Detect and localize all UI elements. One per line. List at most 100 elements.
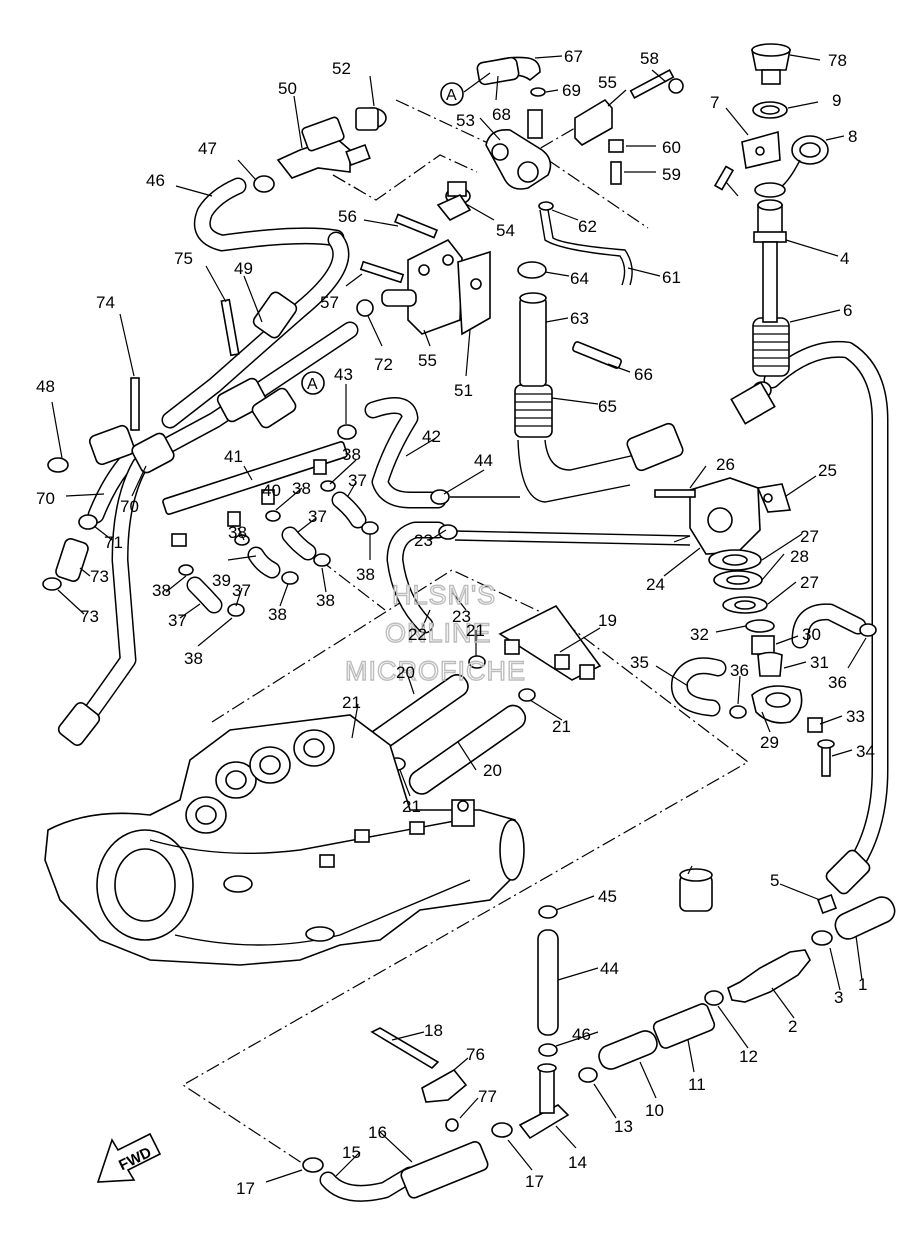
- cooling-water-filter: [356, 213, 491, 336]
- reference-marks: A A: [301, 82, 464, 395]
- callout-number: 41: [224, 447, 243, 466]
- callout-number: 51: [454, 381, 473, 400]
- callout-number: 56: [338, 207, 357, 226]
- callout-number: 38: [268, 605, 287, 624]
- callout-number: 42: [422, 427, 441, 446]
- callout-number: 21: [342, 693, 361, 712]
- callout-number: 16: [368, 1123, 387, 1142]
- callout-number: 30: [802, 625, 821, 644]
- leader-lines: [51, 54, 867, 1183]
- callout-number: 1: [858, 975, 867, 994]
- callout-number: 46: [146, 171, 165, 190]
- callout-number: 44: [474, 451, 493, 470]
- fuel-filler-neck: [741, 43, 829, 323]
- callout-number: 62: [578, 217, 597, 236]
- callout-number: 55: [598, 73, 617, 92]
- callout-number: 66: [634, 365, 653, 384]
- callout-number: 72: [374, 355, 393, 374]
- callout-number: 49: [234, 259, 253, 278]
- callout-number: 31: [810, 653, 829, 672]
- callout-number: 38: [316, 591, 335, 610]
- watermark: HLSM'S ONLINE MICROFICHE: [344, 579, 525, 686]
- callout-number: 8: [848, 127, 857, 146]
- callout-number: 28: [790, 547, 809, 566]
- callout-number: 74: [96, 293, 115, 312]
- callout-number: 68: [492, 105, 511, 124]
- callout-number: 45: [598, 887, 617, 906]
- callout-number: 65: [598, 397, 617, 416]
- callout-number: 78: [828, 51, 847, 70]
- reference-mark-label: A: [307, 376, 318, 393]
- callout-number: 27: [800, 573, 819, 592]
- callout-number: 21: [402, 797, 421, 816]
- callout-number: 73: [90, 567, 109, 586]
- callout-number: 38: [184, 649, 203, 668]
- callout-number: 29: [760, 733, 779, 752]
- callout-number: 77: [478, 1087, 497, 1106]
- callout-number: 37: [348, 471, 367, 490]
- callout-number: 57: [320, 293, 339, 312]
- watermark-line: HLSM'S: [392, 580, 496, 610]
- callout-number: 38: [152, 581, 171, 600]
- callout-number: 50: [278, 79, 297, 98]
- callout-number: 61: [662, 268, 681, 287]
- callout-number: 36: [828, 673, 847, 692]
- callout-number: 17: [236, 1179, 255, 1198]
- callout-number: 43: [334, 365, 353, 384]
- callout-number: 36: [730, 661, 749, 680]
- callout-number: 47: [198, 139, 217, 158]
- callout-number: 25: [818, 461, 837, 480]
- reference-mark-label: A: [446, 87, 457, 104]
- callout-number: 59: [662, 165, 681, 184]
- callout-number: 70: [36, 489, 55, 508]
- callout-number: 6: [843, 301, 852, 320]
- callout-number: 23: [414, 531, 433, 550]
- callout-number: 46: [572, 1025, 591, 1044]
- small-hoses: [178, 480, 367, 614]
- fittings: [55, 477, 835, 1140]
- callout-number: 37: [168, 611, 187, 630]
- reference-mark-a-top: [440, 82, 464, 106]
- callout-number: 3: [834, 988, 843, 1007]
- callout-number: 21: [552, 717, 571, 736]
- callout-number: 37: [308, 507, 327, 526]
- callout-number: 24: [646, 575, 665, 594]
- callout-number: 26: [716, 455, 735, 474]
- callout-number: 35: [630, 653, 649, 672]
- corrugated-hoses: [57, 291, 871, 1199]
- watermark-line: ONLINE: [385, 618, 492, 648]
- forward-arrow: FWD: [96, 1132, 162, 1183]
- engine-block: [44, 714, 525, 966]
- callout-number: 23: [452, 607, 471, 626]
- callout-number: 70: [120, 497, 139, 516]
- callout-number: 27: [800, 527, 819, 546]
- callout-number: 38: [342, 445, 361, 464]
- check-valve: [276, 107, 387, 179]
- callout-number: 19: [598, 611, 617, 630]
- vent-fittings: [436, 56, 684, 369]
- callout-number: 14: [568, 1153, 587, 1172]
- callout-number: 39: [212, 571, 231, 590]
- callout-number: 63: [570, 309, 589, 328]
- callout-number: 58: [640, 49, 659, 68]
- callout-number: 22: [408, 625, 427, 644]
- callout-number: 10: [645, 1101, 664, 1120]
- callout-number: 2: [788, 1017, 797, 1036]
- callout-number: 32: [690, 625, 709, 644]
- callout-number: 67: [564, 47, 583, 66]
- callout-number: 34: [856, 742, 875, 761]
- callout-number: 15: [342, 1143, 361, 1162]
- callout-number: 38: [356, 565, 375, 584]
- callout-number: 44: [600, 959, 619, 978]
- callout-labels: 1 2 3 4 5 6 7 8 9 10 11 12 13 14 15 16 1…: [36, 47, 875, 1198]
- callout-number: 38: [228, 523, 247, 542]
- callout-number: 75: [174, 249, 193, 268]
- callout-number: 18: [424, 1021, 443, 1040]
- callout-number: 4: [840, 249, 849, 268]
- callout-number: 48: [36, 377, 55, 396]
- small-parts: [130, 165, 837, 1132]
- callout-number: 71: [104, 533, 123, 552]
- callout-number: 69: [562, 81, 581, 100]
- callout-number: 17: [525, 1172, 544, 1191]
